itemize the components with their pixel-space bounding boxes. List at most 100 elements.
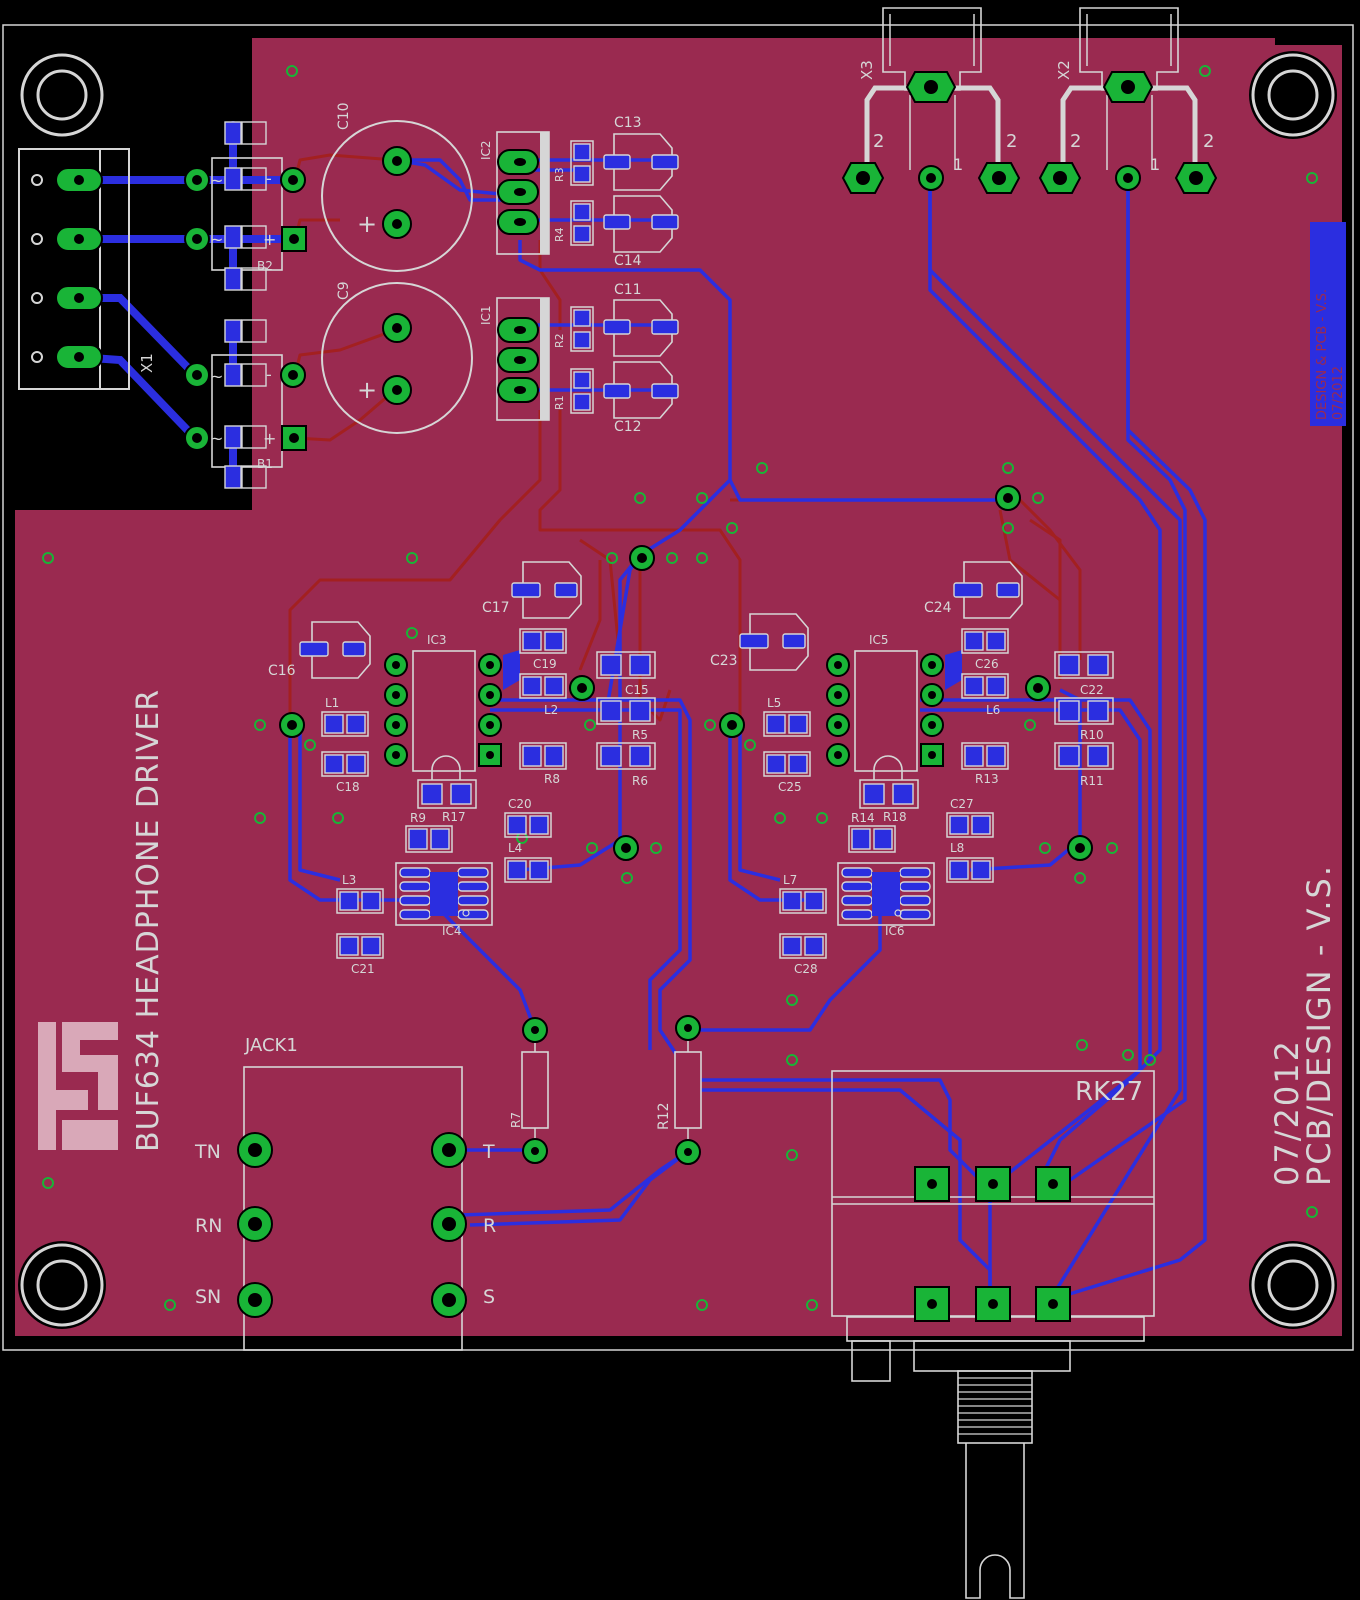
capacitor-c27[interactable]: C27 [946, 797, 994, 838]
jack-pin-tn: TN [194, 1141, 221, 1163]
capacitor-c20[interactable]: C20 [504, 797, 552, 838]
jack-pin-t: T [482, 1141, 495, 1163]
capacitor-c9[interactable]: + C9 [321, 281, 473, 434]
rk27-label: RK27 [1075, 1077, 1143, 1107]
regulator-ic1[interactable]: IC1 [479, 297, 550, 421]
l1-label: L1 [325, 696, 339, 710]
rca-input-x2[interactable]: 2 1 2 X2 [1038, 7, 1218, 194]
c23-label: C23 [710, 653, 738, 669]
b1-tilde-1: ~ [210, 367, 223, 386]
bridge-rectifier-b1[interactable]: ~ ~ - + B1 [184, 319, 307, 489]
jack-pin-r: R [483, 1215, 496, 1237]
resistor-r3[interactable]: R3 [553, 140, 594, 186]
capacitor-c18[interactable]: C18 [321, 751, 369, 794]
capacitor-c13[interactable]: C13 [603, 115, 679, 191]
rca-input-x3[interactable]: 2 1 2 X3 [841, 7, 1021, 194]
jack-pin-rn: RN [195, 1215, 222, 1237]
side-credit-line1: DESIGN & PCB - V.S. [1315, 289, 1330, 420]
r1-label: R1 [553, 395, 566, 410]
inductor-l8[interactable]: L8 [946, 841, 994, 883]
resistor-r14[interactable]: R14 [848, 811, 896, 853]
credit-line-2: PCB/DESIGN - V.S. [1300, 864, 1338, 1186]
capacitor-c10[interactable]: + C10 [321, 102, 473, 272]
capacitor-c28[interactable]: C28 [779, 933, 827, 976]
r9-label: R9 [410, 811, 426, 825]
resistor-r17[interactable]: R17 [417, 755, 477, 824]
b1-tilde-2: ~ [210, 429, 223, 448]
r6-label: R6 [632, 774, 648, 788]
l4-label: L4 [508, 841, 522, 855]
ic6-label: IC6 [885, 924, 905, 938]
resistor-r7[interactable]: R7 [509, 1017, 549, 1164]
capacitor-c24[interactable]: C24 [924, 561, 1023, 619]
b2-tilde-2: ~ [210, 230, 223, 249]
inductor-l4[interactable]: L4 [504, 841, 552, 883]
vias [42, 65, 1318, 1311]
resistor-r8[interactable]: R8 [519, 742, 567, 786]
resistor-r10[interactable]: R10 [1054, 697, 1114, 742]
inductor-l7[interactable]: L7 [779, 873, 827, 914]
r13-label: R13 [975, 772, 999, 786]
capacitor-c14[interactable]: C14 [603, 195, 679, 269]
resistor-r18[interactable]: R18 [859, 755, 919, 824]
resistor-r6[interactable]: R6 [596, 742, 656, 788]
buffer-ic6[interactable]: IC6 [837, 862, 935, 938]
b2-tilde-1: ~ [210, 171, 223, 190]
c16-label: C16 [268, 663, 296, 679]
c21-label: C21 [351, 962, 375, 976]
mounting-hole-top-right [1249, 51, 1337, 139]
inductor-l1[interactable]: L1 [321, 696, 369, 737]
c22-label: C22 [1080, 683, 1104, 697]
c28-label: C28 [794, 962, 818, 976]
inductor-l5[interactable]: L5 [763, 696, 811, 737]
b2-plus: + [263, 230, 276, 249]
resistor-r13[interactable]: R13 [961, 742, 1009, 786]
capacitor-c21[interactable]: C21 [336, 933, 384, 976]
credit-line-1: 07/2012 [1268, 1039, 1306, 1186]
resistor-r5[interactable]: R5 [596, 697, 656, 742]
ic3-label: IC3 [427, 633, 447, 647]
resistor-r2[interactable]: R2 [553, 306, 594, 352]
capacitor-c25[interactable]: C25 [763, 751, 811, 794]
r18-label: R18 [883, 810, 907, 824]
inductor-l3[interactable]: L3 [336, 873, 384, 914]
buffer-ic4[interactable]: IC4 [395, 862, 493, 938]
r5-label: R5 [632, 728, 648, 742]
signal-vias [279, 485, 1093, 861]
capacitor-c11[interactable]: C11 [603, 282, 679, 357]
opamp-ic3[interactable]: IC3 [384, 633, 520, 772]
capacitor-c23[interactable]: C23 [710, 613, 809, 671]
x2-label: X2 [1055, 60, 1073, 80]
c17-label: C17 [482, 600, 510, 616]
capacitor-c12[interactable]: C12 [603, 361, 679, 435]
bridge-rectifier-b2[interactable]: ~ ~ - + B2 [184, 121, 307, 291]
ic4-label: IC4 [442, 924, 462, 938]
b1-plus: + [263, 429, 276, 448]
c20-label: C20 [508, 797, 532, 811]
resistor-r4[interactable]: R4 [553, 200, 594, 246]
inductor-l6[interactable]: L6 [961, 673, 1009, 717]
headphone-jack-jack1[interactable]: JACK1 TN RN SN T R S [194, 1035, 496, 1351]
inductor-l2[interactable]: L2 [519, 673, 567, 717]
b2-minus: - [266, 169, 272, 188]
opamp-ic5[interactable]: IC5 [826, 633, 962, 772]
resistor-r11[interactable]: R11 [1054, 742, 1114, 788]
connector-x1[interactable]: X1 [18, 148, 156, 390]
resistor-r12[interactable]: R12 [656, 1015, 702, 1165]
r12-label: R12 [656, 1102, 672, 1130]
jack-pin-sn: SN [195, 1286, 221, 1308]
resistor-r1[interactable]: R1 [553, 368, 594, 414]
capacitor-c22[interactable]: C22 [1054, 651, 1114, 697]
regulator-ic2[interactable]: IC2 [479, 131, 550, 255]
capacitor-c17[interactable]: C17 [482, 561, 582, 619]
capacitor-c16[interactable]: C16 [268, 621, 371, 679]
potentiometer-rk27[interactable]: RK27 [831, 1070, 1155, 1382]
r7-label: R7 [509, 1112, 523, 1128]
c9-plus: + [357, 376, 377, 404]
capacitor-c19[interactable]: C19 [519, 628, 567, 671]
capacitor-c15[interactable]: C15 [596, 651, 656, 697]
capacitor-c26[interactable]: C26 [961, 628, 1009, 671]
b1-label: B1 [257, 457, 273, 471]
vs-logo: VS [38, 1022, 118, 1150]
resistor-r9[interactable]: R9 [405, 811, 453, 853]
